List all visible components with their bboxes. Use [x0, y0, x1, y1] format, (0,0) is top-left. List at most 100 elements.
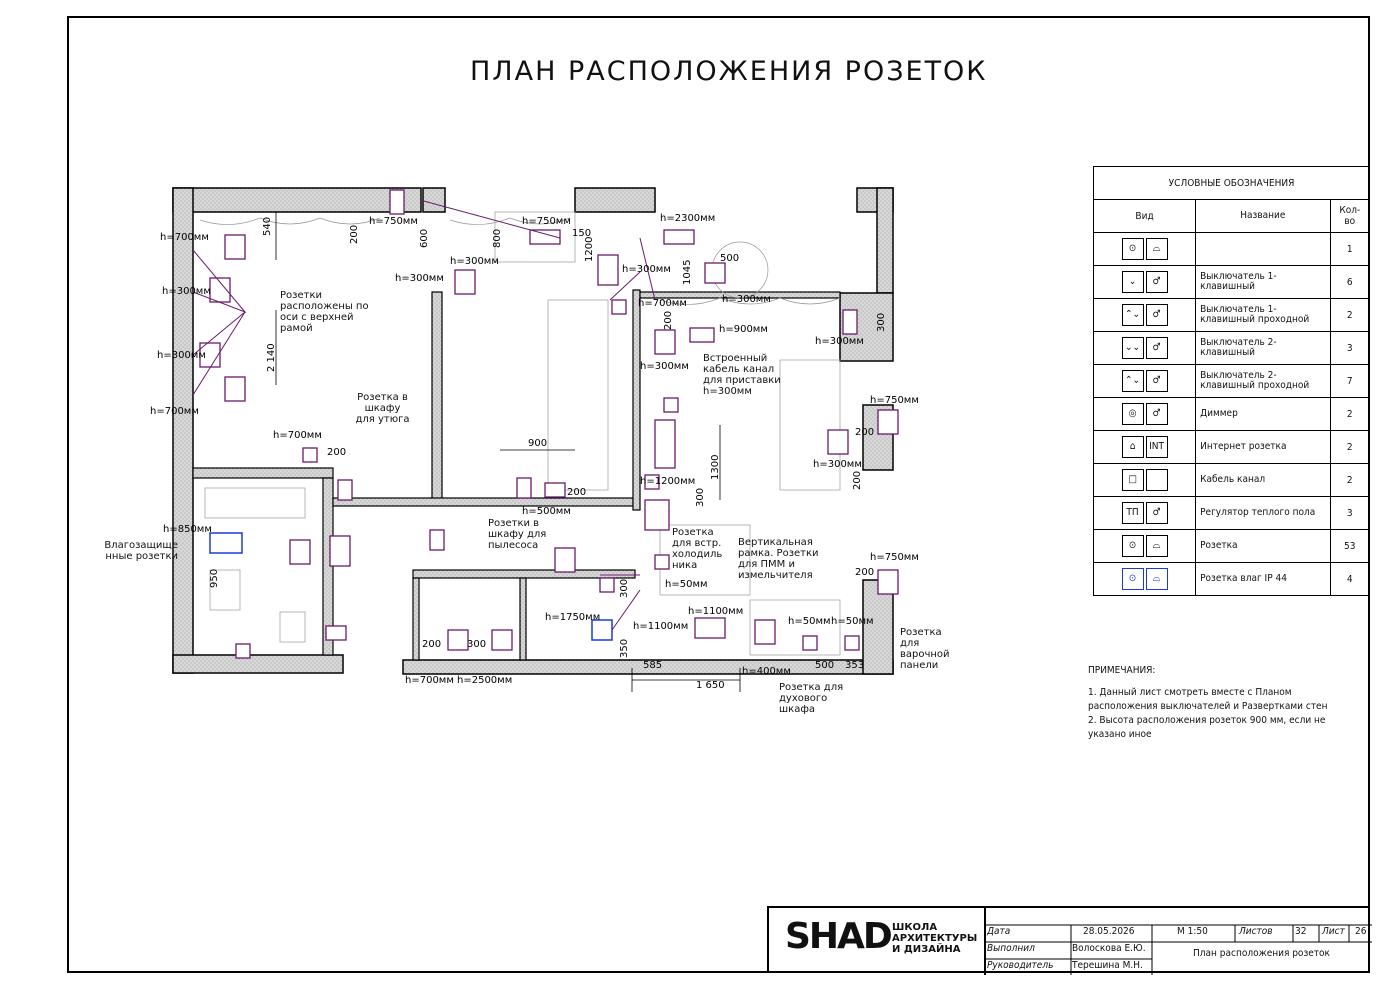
legend-symbol: ⌃⌄♂ [1092, 364, 1197, 398]
dim-1650: 1 650 [696, 680, 725, 691]
socket [754, 619, 776, 645]
label-h700: h=700мм [638, 298, 687, 309]
legend-qty: 6 [1329, 265, 1371, 299]
label-h300: h=300мм [450, 256, 499, 267]
legend-qty: 53 [1329, 529, 1371, 563]
label-h300: h=300мм [622, 264, 671, 275]
note-frame: Вертикальная рамка. Розетки для ПММ и из… [738, 537, 819, 581]
legend-symbol: ⊙⌓ [1092, 232, 1197, 266]
logo-mark: SHAD [785, 916, 893, 957]
socket [325, 625, 347, 641]
stamp-sheets-value: 32 [1295, 926, 1307, 937]
label-h300: h=300мм [157, 350, 206, 361]
label-h300: h=300мм [815, 336, 864, 347]
dim-350: 350 [619, 639, 630, 658]
legend-name [1195, 232, 1331, 266]
legend-qty: 7 [1329, 364, 1371, 398]
legend-name: Выключатель 2-клавишный проходной [1195, 364, 1331, 398]
socket [611, 299, 627, 315]
dim-200: 200 [422, 639, 441, 650]
legend-header-view: Вид [1092, 199, 1197, 233]
legend-qty: 2 [1329, 430, 1371, 464]
label-h1100: h=1100мм [633, 621, 688, 632]
note-item: 2. Высота расположения розеток 900 мм, е… [1088, 715, 1326, 740]
dim-200: 200 [663, 311, 674, 330]
dim-300: 300 [876, 313, 887, 332]
label-h750: h=750мм [522, 216, 571, 227]
legend-symbol-glyph: ♂ [1145, 403, 1168, 425]
notes-heading: ПРИМЕЧАНИЯ: [1088, 665, 1156, 676]
legend-symbol-glyph [1145, 469, 1168, 491]
socket [235, 643, 251, 659]
legend-symbol: TП♂ [1092, 496, 1197, 530]
label-h750: h=750мм [369, 216, 418, 227]
stamp-date-label: Дата [987, 926, 1011, 937]
wet-socket [209, 532, 243, 554]
title-block-grid [984, 908, 1372, 975]
socket [447, 629, 469, 651]
sockets [199, 189, 899, 659]
stamp-sheet-value: 26 [1355, 926, 1367, 937]
socket [654, 554, 670, 570]
socket [454, 269, 476, 295]
legend-symbol: ◎♂ [1092, 397, 1197, 431]
legend-symbol-glyph: ⊙ [1121, 238, 1144, 260]
label-h700: h=700мм [150, 406, 199, 417]
socket [289, 539, 311, 565]
label-h750: h=750мм [870, 395, 919, 406]
socket [827, 429, 849, 455]
leader-lines [192, 199, 656, 631]
socket [544, 482, 566, 498]
socket [663, 397, 679, 413]
legend-symbol-glyph: ⌃⌄ [1121, 370, 1144, 392]
legend-name: Интернет розетка [1195, 430, 1331, 464]
dim-1300: 1300 [710, 455, 721, 480]
socket [877, 569, 899, 595]
dimension-lines [275, 212, 741, 692]
notes: ПРИМЕЧАНИЯ: 1. Данный лист смотреть вмес… [1088, 664, 1358, 742]
note-cable: Встроенный кабель канал для приставки h=… [703, 353, 781, 397]
wet-sockets [209, 532, 613, 641]
stamp-sheets-label: Листов [1239, 926, 1273, 937]
legend-symbol-glyph: INT [1145, 436, 1168, 458]
legend-symbol: ⊙⌓ [1092, 562, 1197, 596]
legend-symbol-glyph: ♂ [1145, 502, 1168, 524]
label-h50: h=50мм [831, 616, 874, 627]
legend-table: УСЛОВНЫЕ ОБОЗНАЧЕНИЯ Вид Название Кол-во… [1092, 166, 1371, 596]
legend-qty: 3 [1329, 496, 1371, 530]
legend-qty: 4 [1329, 562, 1371, 596]
legend-qty: 2 [1329, 463, 1371, 497]
socket [694, 617, 726, 639]
label-h2500: h=2500мм [457, 675, 512, 686]
label-h300: h=300мм [395, 273, 444, 284]
dim-500: 500 [720, 253, 739, 264]
socket [689, 327, 715, 343]
socket [842, 309, 858, 335]
socket [802, 635, 818, 651]
socket [644, 474, 660, 490]
legend-name: Розетка [1195, 529, 1331, 563]
dim-300: 300 [619, 579, 630, 598]
stamp-sheet-label: Лист [1322, 926, 1345, 937]
legend-symbol-glyph: ⌃⌄ [1121, 304, 1144, 326]
note-wet: Влагозащище нные розетки [104, 540, 178, 562]
socket [554, 547, 576, 573]
label-h500: h=500мм [522, 506, 571, 517]
legend-symbol-glyph: ⌓ [1145, 238, 1168, 260]
legend-name: Выключатель 1-клавишный проходной [1195, 298, 1331, 332]
legend-symbol-glyph: ◎ [1121, 403, 1144, 425]
label-h300: h=300мм [722, 294, 771, 305]
legend-symbol-glyph: ⌓ [1145, 535, 1168, 557]
legend-qty: 1 [1329, 232, 1371, 266]
socket [529, 229, 561, 245]
legend-symbol-glyph: ⊙ [1121, 535, 1144, 557]
legend-symbol-glyph: ⌓ [1145, 568, 1168, 590]
stamp-lead-value: Терешина М.Н. [1072, 960, 1143, 971]
